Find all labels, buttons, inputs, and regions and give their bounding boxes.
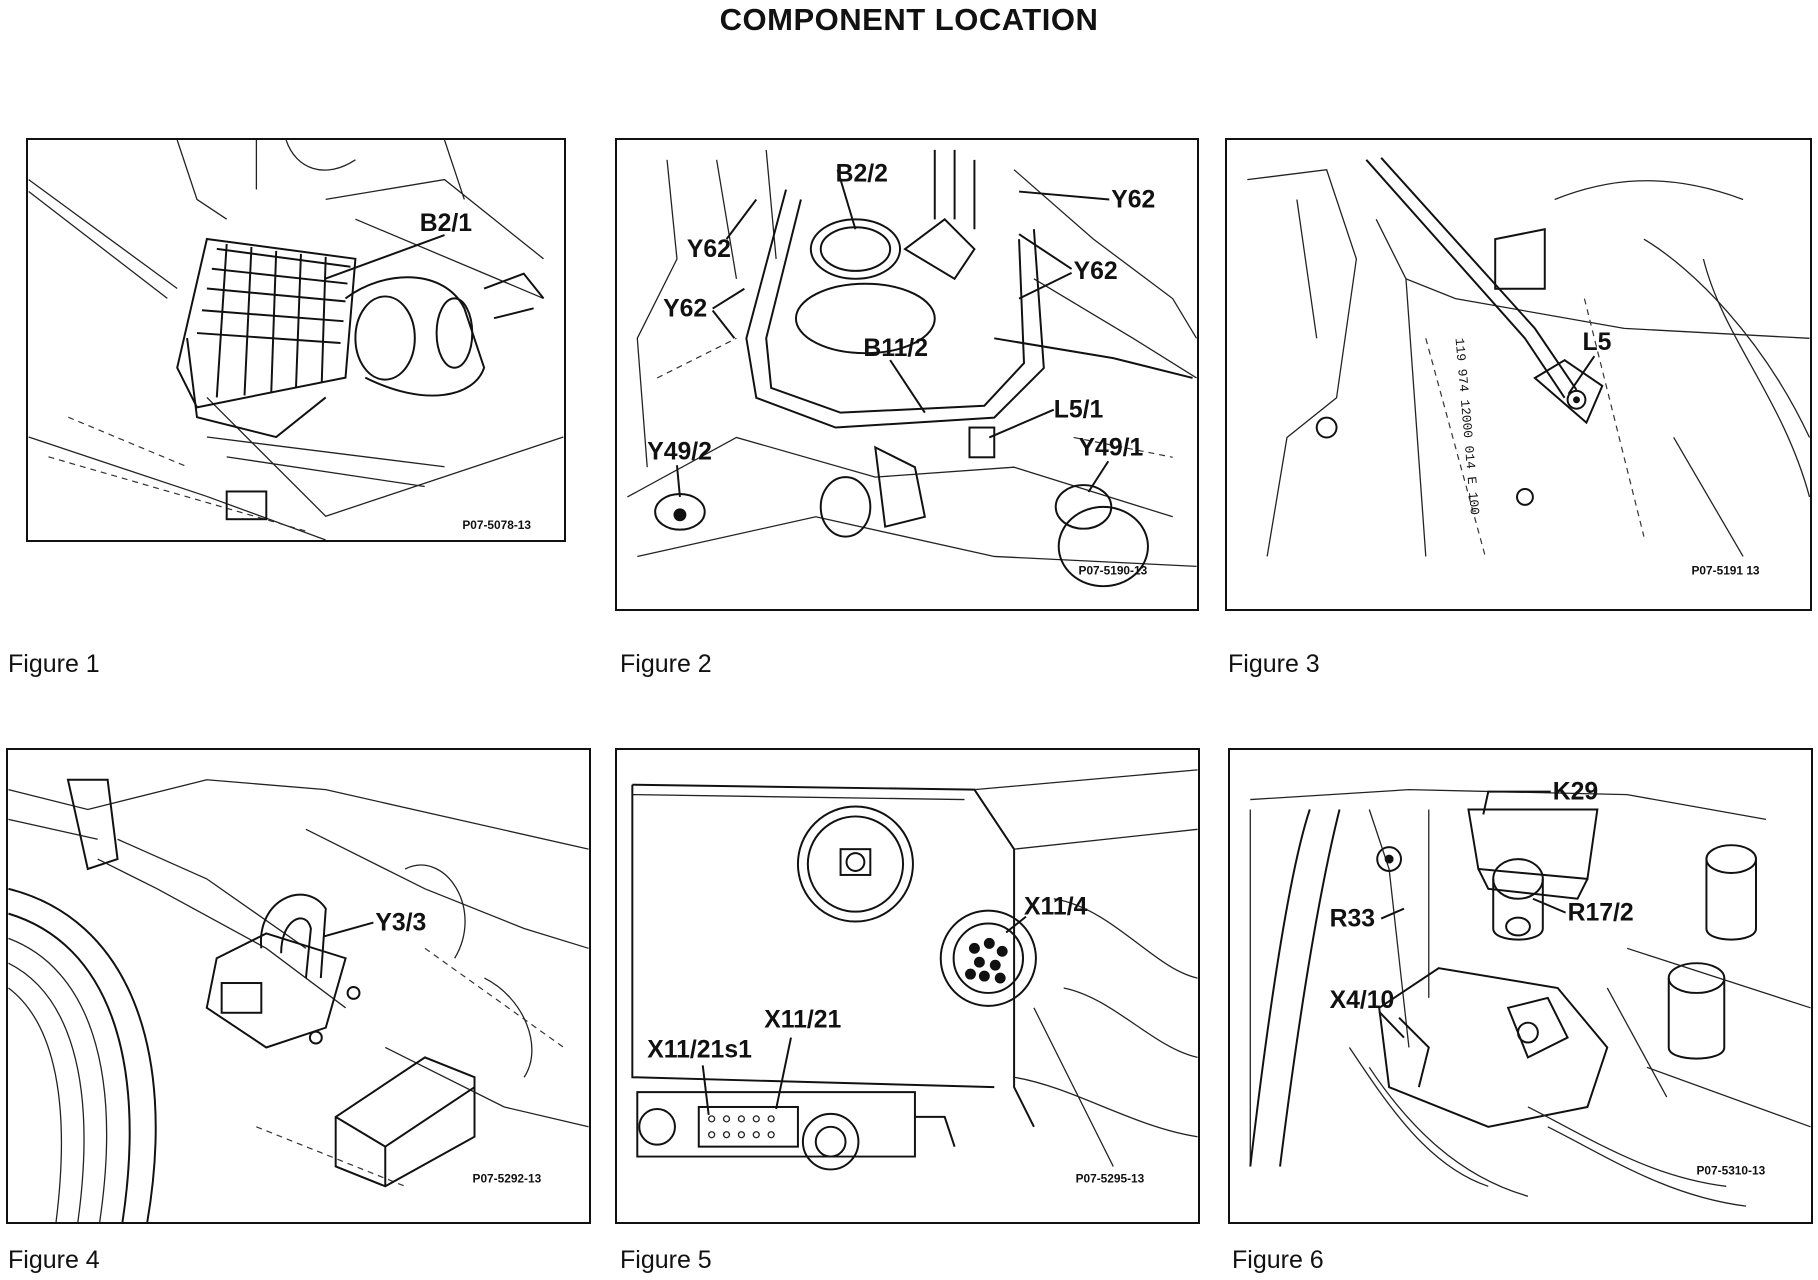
- label-b11-2: B11/2: [863, 335, 928, 362]
- figure-4-drawing: Y3/3 P07-5292-13: [8, 778, 589, 1222]
- label-y49-2: Y49/2: [647, 438, 712, 465]
- label-r17-2: R17/2: [1568, 900, 1634, 927]
- figure-4-ref: P07-5292-13: [473, 1171, 542, 1185]
- figure-4-panel: Y3/3 P07-5292-13: [6, 748, 591, 1224]
- label-y62-left: Y62: [663, 295, 707, 322]
- figure-2-caption: Figure 2: [620, 650, 712, 678]
- label-r33: R33: [1330, 906, 1375, 933]
- label-y49-1: Y49/1: [1079, 434, 1144, 461]
- label-l5-1: L5/1: [1054, 397, 1104, 424]
- figure-3-drawing: 119 974 12000 014 E 100 L5 P07-5191 13: [1247, 157, 1810, 577]
- label-y3-3: Y3/3: [375, 909, 426, 936]
- figure-3-ref: P07-5191 13: [1692, 563, 1760, 577]
- figure-5-caption: Figure 5: [620, 1246, 712, 1274]
- label-y62-upper-left: Y62: [687, 236, 731, 263]
- label-y62-right: Y62: [1074, 258, 1118, 285]
- figure-1-drawing: B2/1 P07-5078-13: [28, 140, 564, 540]
- label-x11-21s1: X11/21s1: [647, 1036, 752, 1063]
- figure-1-caption: Figure 1: [8, 650, 100, 678]
- label-x11-4: X11/4: [1024, 894, 1088, 921]
- figure-2-drawing: B2/2 Y62 Y62 Y62 Y62 B11/2 L5/1 Y49/2 Y4…: [627, 149, 1197, 588]
- label-y62-top-right: Y62: [1111, 186, 1155, 213]
- figure-5-drawing: X11/4 X11/21 X11/21s1 P07-5295-13: [631, 769, 1198, 1185]
- label-b2-2: B2/2: [836, 161, 888, 188]
- figure-3-caption: Figure 3: [1228, 650, 1320, 678]
- figure-4-caption: Figure 4: [8, 1246, 100, 1274]
- figure-2-panel: B2/2 Y62 Y62 Y62 Y62 B11/2 L5/1 Y49/2 Y4…: [615, 138, 1199, 611]
- figure-3-panel: 119 974 12000 014 E 100 L5 P07-5191 13: [1225, 138, 1812, 611]
- figure-6-panel: K29 R33 R17/2 X4/10 P07-5310-13: [1228, 748, 1813, 1224]
- figure-6-drawing: K29 R33 R17/2 X4/10 P07-5310-13: [1249, 779, 1811, 1207]
- figure-1-ref: P07-5078-13: [462, 518, 531, 532]
- figure-6-ref: P07-5310-13: [1697, 1163, 1766, 1177]
- label-l5: L5: [1582, 329, 1611, 356]
- label-b2-1: B2/1: [420, 210, 473, 237]
- figure-5-panel: X11/4 X11/21 X11/21s1 P07-5295-13: [615, 748, 1200, 1224]
- figure-2-ref: P07-5190-13: [1079, 563, 1148, 577]
- label-x4-10: X4/10: [1330, 987, 1395, 1014]
- svg-text:119 974 12000 014 E 100: 119 974 12000 014 E 100: [1452, 337, 1482, 515]
- label-x11-21: X11/21: [764, 1007, 841, 1034]
- page-title: COMPONENT LOCATION: [719, 2, 1099, 37]
- figure-1-panel: B2/1 P07-5078-13: [26, 138, 566, 542]
- figure-5-ref: P07-5295-13: [1076, 1171, 1145, 1185]
- figure-6-caption: Figure 6: [1232, 1246, 1324, 1274]
- label-k29: K29: [1553, 779, 1598, 806]
